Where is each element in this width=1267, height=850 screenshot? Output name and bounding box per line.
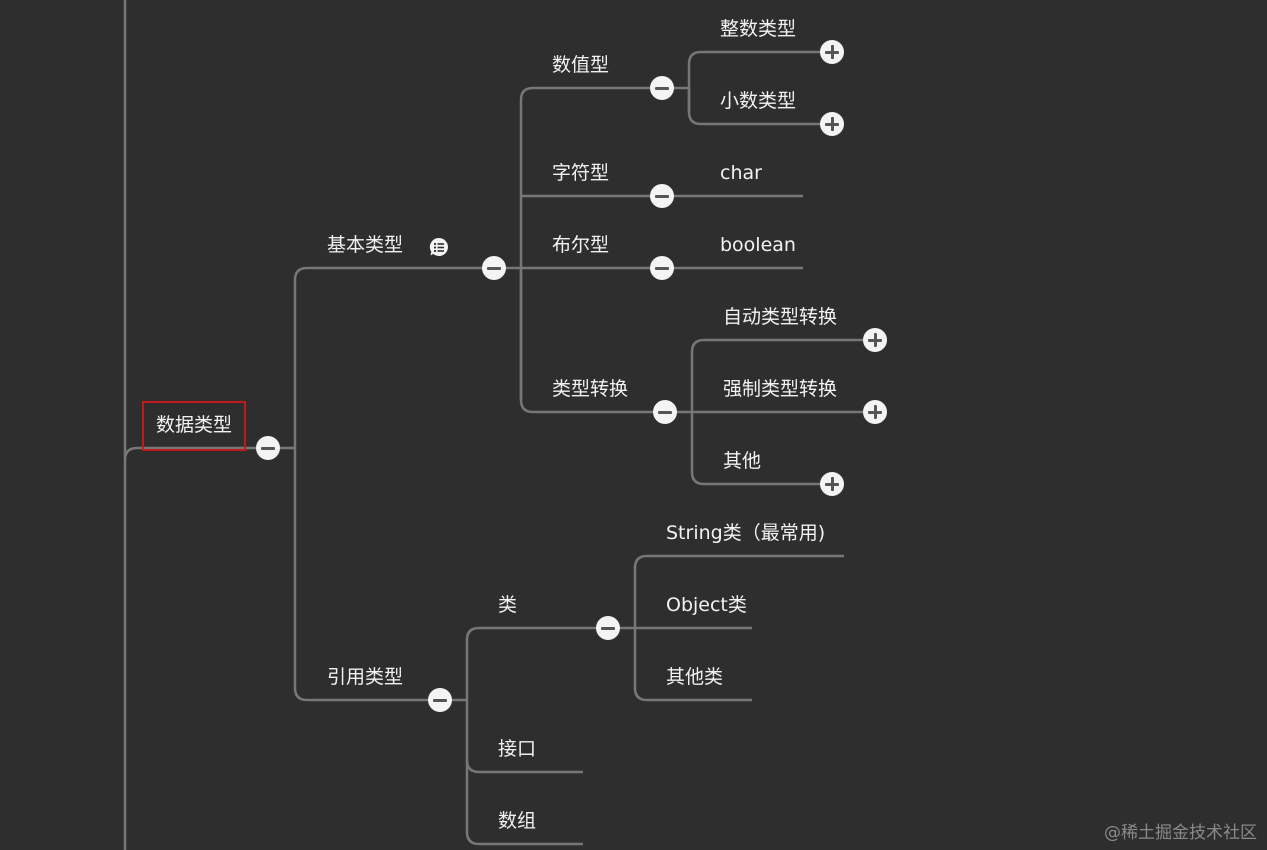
collapse-boolean-icon[interactable] [650,256,674,280]
node-char[interactable]: char [720,162,762,184]
link-other-class [633,628,752,702]
link-class [465,626,608,700]
node-string-class[interactable]: String类（最常用) [666,522,826,544]
watermark: @稀土掘金技术社区 [1104,823,1257,843]
link-decimal [687,88,832,126]
link-other [690,412,832,486]
node-boolean-value[interactable]: boolean [720,234,796,256]
root-node-highlight[interactable] [142,401,246,451]
node-object-class[interactable]: Object类 [666,594,747,616]
collapse-class-icon[interactable] [596,616,620,640]
link-array [465,760,583,846]
node-class[interactable]: 类 [498,594,518,616]
link-integer [687,50,832,112]
collapse-conversion-icon[interactable] [653,400,677,424]
expand-forced-conversion-icon[interactable] [863,400,887,424]
link-conversion [519,268,665,414]
node-decimal-types[interactable]: 小数类型 [720,90,797,112]
expand-conversion-other-icon[interactable] [820,472,844,496]
link-auto [690,338,875,412]
link-string [633,554,844,628]
node-boolean[interactable]: 布尔型 [552,234,610,256]
node-reference-types[interactable]: 引用类型 [327,666,404,688]
expand-decimal-icon[interactable] [820,112,844,136]
collapse-character-icon[interactable] [650,184,674,208]
link-interface [465,700,583,774]
node-conversion-other[interactable]: 其他 [723,450,762,472]
link-basic [293,266,494,448]
note-icon[interactable] [428,236,450,258]
node-numeric[interactable]: 数值型 [552,54,610,76]
node-forced-conversion[interactable]: 强制类型转换 [723,378,838,400]
expand-integer-icon[interactable] [820,40,844,64]
root-node-label[interactable]: 数据类型 [156,414,233,436]
collapse-root-icon[interactable] [256,436,280,460]
node-array[interactable]: 数组 [498,810,537,832]
node-interface[interactable]: 接口 [498,738,537,760]
collapse-reference-icon[interactable] [428,688,452,712]
node-other-class[interactable]: 其他类 [666,666,724,688]
expand-auto-conversion-icon[interactable] [863,328,887,352]
node-character[interactable]: 字符型 [552,162,610,184]
node-integer-types[interactable]: 整数类型 [720,18,797,40]
link-reference [293,448,440,702]
collapse-basic-icon[interactable] [482,256,506,280]
node-type-conversion[interactable]: 类型转换 [552,378,629,400]
collapse-numeric-icon[interactable] [650,76,674,100]
root-underline [123,446,268,461]
node-auto-conversion[interactable]: 自动类型转换 [723,306,838,328]
node-basic-types[interactable]: 基本类型 [327,234,404,256]
link-numeric [519,86,662,400]
